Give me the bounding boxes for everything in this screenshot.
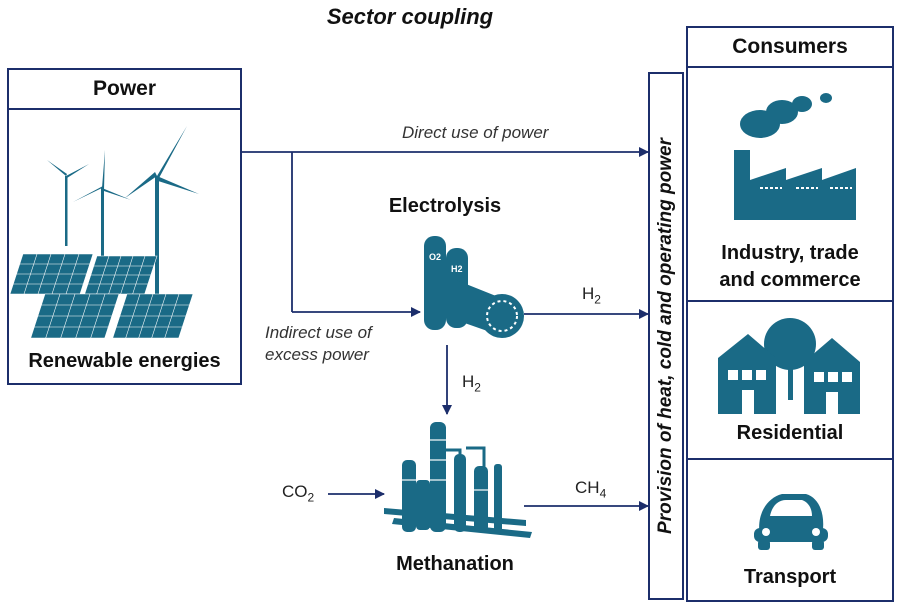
consumers-header-box: Consumers xyxy=(686,26,894,68)
indirect-use-line2: excess power xyxy=(265,345,369,364)
car-icon xyxy=(754,494,828,550)
o2-tag: O2 xyxy=(429,252,441,262)
power-header-box: Power xyxy=(7,68,242,110)
renewables-illustration xyxy=(9,126,199,339)
indirect-use-label: Indirect use of excess power xyxy=(265,322,372,366)
wind-turbine-icon xyxy=(47,126,199,304)
factory-icon xyxy=(734,93,856,220)
industry-label-line1: Industry, trade xyxy=(721,242,859,264)
industry-label-line2: and commerce xyxy=(719,269,861,291)
residential-section: Residential xyxy=(688,302,892,458)
electrolyzer-icon: O2 H2 xyxy=(424,236,524,338)
consumers-header: Consumers xyxy=(732,35,848,58)
power-box: Renewable energies xyxy=(7,108,242,385)
provision-band: Provision of heat, cold and operating po… xyxy=(648,72,684,600)
h2-tag: H2 xyxy=(451,264,463,274)
co2-label: CO2 xyxy=(282,482,315,505)
solar-panel-icon xyxy=(9,253,194,339)
transport-section: Transport xyxy=(688,460,892,600)
methanation-plant-icon xyxy=(384,422,532,538)
power-caption: Renewable energies xyxy=(28,350,221,372)
diagram-title: Sector coupling xyxy=(326,4,494,29)
consumers-box: Industry, trade and commerce Residential xyxy=(686,66,894,602)
electrolysis-label: Electrolysis xyxy=(388,195,502,217)
h2-methanation-label: H2 xyxy=(462,372,481,395)
industry-section: Industry, trade and commerce xyxy=(688,68,892,300)
transport-label: Transport xyxy=(743,566,837,588)
power-header: Power xyxy=(92,77,157,100)
houses-icon xyxy=(718,318,860,414)
consumers-divider-2 xyxy=(688,458,892,460)
h2-consumers-label: H2 xyxy=(582,284,601,307)
provision-label: Provision of heat, cold and operating po… xyxy=(655,138,676,534)
industry-label: Industry, trade and commerce xyxy=(688,240,892,294)
direct-use-label: Direct use of power xyxy=(402,123,549,142)
methanation-label: Methanation xyxy=(396,553,514,575)
consumers-divider-1 xyxy=(688,300,892,302)
residential-label: Residential xyxy=(736,422,844,444)
ch4-label: CH4 xyxy=(575,478,607,501)
indirect-use-line1: Indirect use of xyxy=(265,323,372,342)
